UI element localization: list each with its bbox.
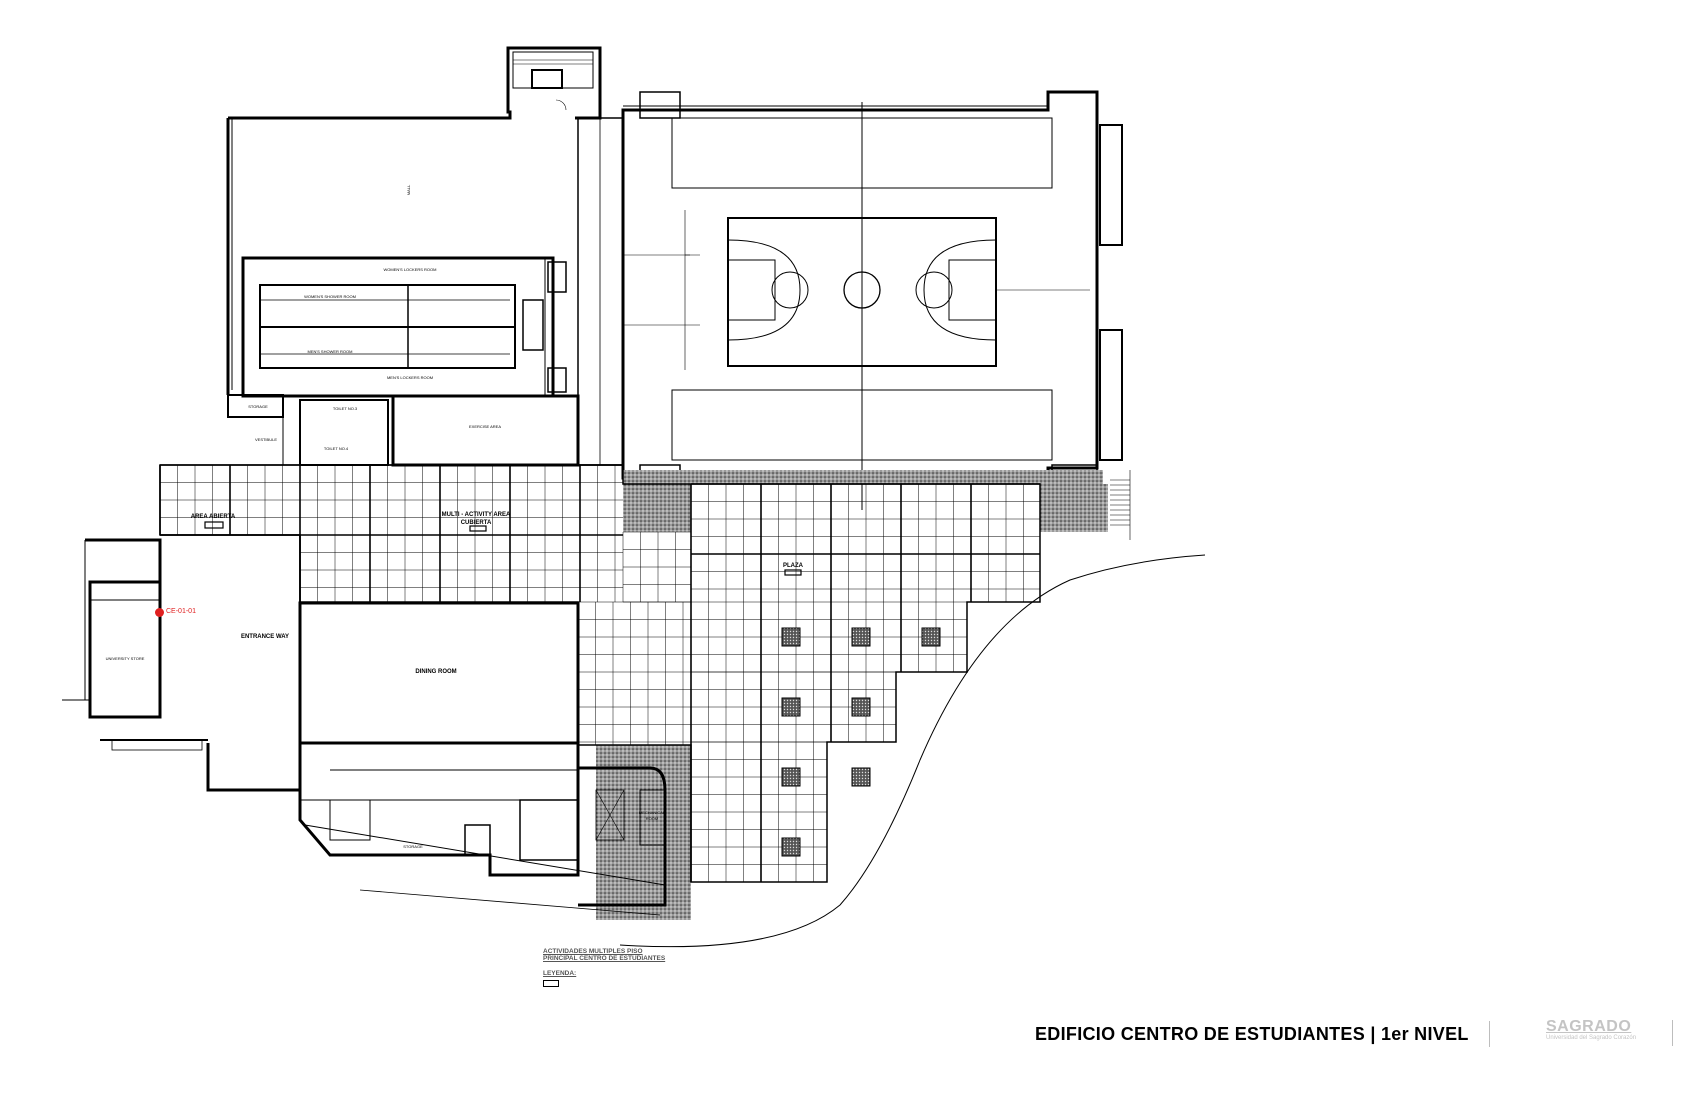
- label-womens-lockers: WOMEN'S LOCKERS ROOM: [384, 267, 437, 272]
- label-exercise: EXERCISE AREA: [469, 424, 501, 429]
- title-divider: [1488, 1021, 1490, 1047]
- legend-line-2: PRINCIPAL CENTRO DE ESTUDIANTES: [543, 955, 666, 962]
- label-toilet-4: TOILET NO.4: [324, 446, 349, 451]
- label-mens-lockers: MEN'S LOCKERS ROOM: [387, 375, 433, 380]
- label-multi-2: CUBIERTA: [461, 520, 492, 526]
- label-area-abierta: AREA ABIERTA: [191, 514, 236, 520]
- gym-hall: [226, 46, 602, 395]
- label-toilet-3: TOILET NO.3: [333, 406, 358, 411]
- kitchen-service: [100, 739, 667, 916]
- gravel-strip-west: [623, 484, 691, 532]
- location-marker-label: CE-01-01: [166, 608, 196, 615]
- label-univ-store: UNIVERSITY STORE: [106, 656, 145, 661]
- label-entrance: ENTRANCE WAY: [241, 634, 289, 640]
- gravel-strip-south: [596, 745, 691, 920]
- tag-area-abierta: [204, 521, 224, 529]
- gravel-strip-north: [623, 470, 1103, 484]
- tag-multi: [469, 525, 487, 532]
- label-womens-shower: WOMEN'S SHOWER ROOM: [304, 294, 356, 299]
- label-storage-top: STORAGE: [248, 404, 268, 409]
- label-mechanical-1: MECHANICAL: [639, 810, 666, 815]
- label-vestibule: VESTIBULE: [255, 437, 277, 442]
- label-dining: DINING ROOM: [415, 669, 456, 675]
- label-multi-1: MULTI - ACTIVITY AREA: [442, 512, 511, 518]
- sagrado-logo: SAGRADO Universidad del Sagrado Corazón: [1546, 1018, 1656, 1041]
- label-plaza: PLAZA: [783, 563, 804, 569]
- logo-name: SAGRADO: [1546, 1018, 1632, 1035]
- tag-plaza: [784, 569, 802, 576]
- location-marker[interactable]: [155, 608, 164, 617]
- planters: [781, 627, 941, 857]
- legend-line-1: ACTIVIDADES MULTIPLES PISO: [543, 948, 643, 955]
- logo-subtitle: Universidad del Sagrado Corazón: [1546, 1035, 1637, 1041]
- sheet-title: EDIFICIO CENTRO DE ESTUDIANTES | 1er NIV…: [1035, 1023, 1469, 1044]
- court-building: [621, 90, 1123, 510]
- grid-lines: [159, 464, 1040, 883]
- label-mens-shower: MEN'S SHOWER ROOM: [308, 349, 353, 354]
- legend-symbol: [543, 980, 559, 987]
- logo-divider: [1672, 1020, 1673, 1046]
- legend-heading: LEYENDA:: [543, 970, 577, 977]
- legend: ACTIVIDADES MULTIPLES PISO PRINCIPAL CEN…: [543, 948, 665, 987]
- label-storage-bottom: STORAGE: [403, 844, 423, 849]
- corridor-grid: [577, 117, 624, 466]
- east-stair: [1110, 470, 1131, 540]
- title-block: EDIFICIO CENTRO DE ESTUDIANTES | 1er NIV…: [1035, 1017, 1490, 1051]
- site-boundary: [619, 554, 1206, 948]
- university-store: [62, 538, 162, 719]
- gravel-strip-east: [1040, 484, 1108, 532]
- label-gym: MALL: [406, 184, 411, 195]
- label-mechanical-2: ROOM: [646, 816, 658, 821]
- service-row: [227, 394, 580, 467]
